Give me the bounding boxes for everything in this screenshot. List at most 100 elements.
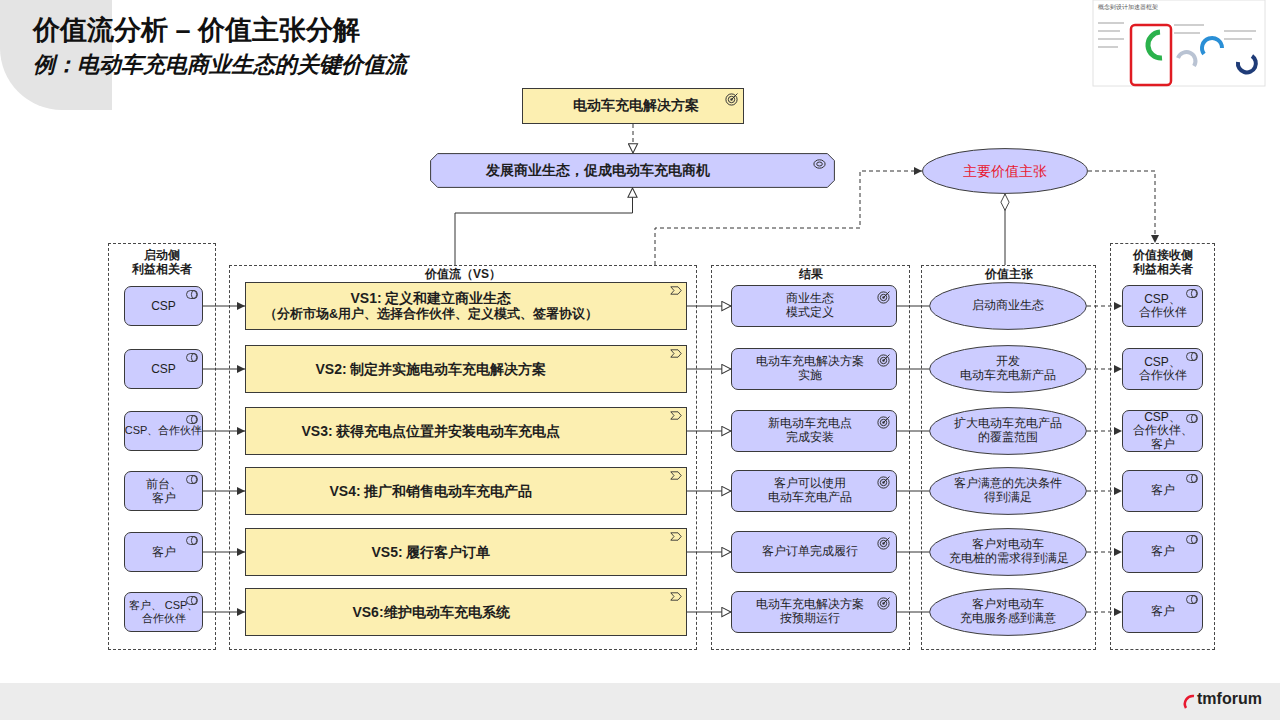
icon-part [1191,475,1196,483]
value-stream-group: 价值流（VS）VS1: 定义和建立商业生态（分析市场&用户、选择合作伙伴、定义模… [229,265,697,650]
icon-part [884,355,890,361]
receiver-box: CSP、 合作伙伴、 客户 [1122,410,1203,452]
connector [897,306,929,307]
node-text: CSP、合作伙伴 [125,424,203,437]
thumbnail-highlight [1131,25,1171,85]
icon-part [878,538,889,549]
node-text: VS5: 履行客户订单 [371,544,490,561]
text-wrap: 发展商业生态，促成电动车充电商机 [430,153,835,188]
icon-part [187,416,198,424]
icon-part [1191,415,1196,423]
icon-part [671,533,681,540]
text-wrap: VS4: 推广和销售电动车充电产品 [246,468,686,514]
text-wrap: 客户对电动车 充电服务感到满意 [929,588,1087,636]
connector [203,491,245,492]
connector [1087,306,1122,307]
role-icon [1186,535,1198,544]
icon-part [191,291,196,299]
connector [687,369,731,370]
connector [687,306,731,307]
text-wrap: 价值主张 [922,266,1095,281]
icon-part [726,94,737,105]
text-wrap: 电动车充电解决方案 实施 [732,349,896,389]
text-wrap: 客户满意的先决条件 得到满足 [929,467,1087,515]
thumbnail-line [1224,30,1256,32]
node-text: 客户订单完成履行 [762,545,858,559]
text-wrap: VS2: 制定并实施电动车充电解决方案 [246,346,686,392]
text-wrap: VS5: 履行客户订单 [246,529,686,575]
node-text: VS1: 定义和建立商业生态 [350,290,511,307]
group-header: 价值主张 [983,267,1035,281]
role-icon [186,415,198,424]
text-wrap: 客户 [125,533,202,571]
icon-part [814,160,825,168]
node-text: 扩大电动车充电产品 的覆盖范围 [954,417,1062,445]
node-text: CSP [151,299,176,313]
node-text: 电动车充电解决方案 [573,98,699,114]
receiver-group: 价值接收侧 利益相关者CSP、 合作伙伴CSP、 合作伙伴CSP、 合作伙伴、 … [1110,243,1215,650]
icon-part [817,162,823,166]
text-wrap: CSP、 合作伙伴、 客户 [1123,411,1202,451]
value-proposition-ellipse: 客户对电动车 充电服务感到满意 [929,588,1087,636]
value-icon [813,159,826,169]
connector [455,188,633,265]
text-wrap: CSP、 合作伙伴 [1123,349,1202,389]
icon-part [671,287,681,294]
solution-box: 电动车充电解决方案 [522,88,744,124]
connector [1087,431,1122,432]
text-wrap: 客户、 CSP、合作伙伴 [125,593,202,631]
connector [687,431,731,432]
stakeholder-box: CSP、合作伙伴 [124,411,203,451]
target-icon [877,353,891,367]
thumbnail-ring [1178,52,1195,66]
connector [897,431,929,432]
node-text: VS2: 制定并实施电动车充电解决方案 [315,361,546,378]
value-stream-box: VS4: 推广和销售电动车充电产品 [245,467,687,515]
stakeholder-box: CSP [124,286,203,326]
logo-arc [1185,696,1194,708]
thumbnail-line [1174,32,1200,34]
icon-part [884,477,890,483]
connector [687,552,731,553]
node-text: 客户 [152,545,176,559]
value-stream-box: VS6:维护电动车充电系统 [245,588,687,636]
stakeholder-box: 客户 [124,532,203,572]
thumbnail-frame [1093,0,1265,86]
node-text: 客户对电动车 充电服务感到满意 [960,598,1056,626]
connector [897,491,929,492]
footer-band [0,683,1280,720]
thumbnail-line [1224,38,1252,40]
text-wrap: 主要价值主张 [922,148,1088,194]
value-stream-box: VS2: 制定并实施电动车充电解决方案 [245,345,687,393]
receiver-box: CSP、 合作伙伴 [1122,348,1203,390]
node-text: 客户对电动车 充电桩的需求得到满足 [949,538,1068,566]
chevron-icon [670,411,682,420]
icon-part [1187,353,1198,361]
connector [655,171,922,265]
node-text: 商业生态 模式定义 [785,292,835,320]
icon-part [732,94,738,100]
group-header: 启动侧 利益相关者 [127,248,197,277]
text-wrap: 电动车充电解决方案 按预期运行 [732,592,896,632]
target-icon [877,415,891,429]
connector [897,552,929,553]
value-proposition-group: 价值主张启动商业生态开发 电动车充电新产品扩大电动车充电产品 的覆盖范围客户满意… [921,265,1096,650]
value-proposition-ellipse: 客户对电动车 充电桩的需求得到满足 [929,528,1087,576]
stakeholder-box: 客户、 CSP、合作伙伴 [124,592,203,632]
node-text: 前台、 客户 [144,477,184,506]
chevron-icon [670,349,682,358]
outcome-box: 商业生态 模式定义 [731,285,897,327]
icon-part [878,355,889,366]
receiver-box: 客户 [1122,470,1203,512]
text-wrap: 启动侧 利益相关者 [109,244,215,277]
icon-part [191,476,196,484]
value-stream-box: VS5: 履行客户订单 [245,528,687,576]
text-wrap: 价值流（VS） [230,266,696,281]
connector [1005,194,1006,265]
connector [897,369,929,370]
icon-part [187,354,198,362]
node-text: 新电动车充电点 完成安装 [768,417,853,445]
outcome-group: 结果商业生态 模式定义电动车充电解决方案 实施新电动车充电点 完成安装客户可以使… [711,265,910,650]
ellipse-shape [930,589,1087,636]
role-icon [1186,289,1198,298]
